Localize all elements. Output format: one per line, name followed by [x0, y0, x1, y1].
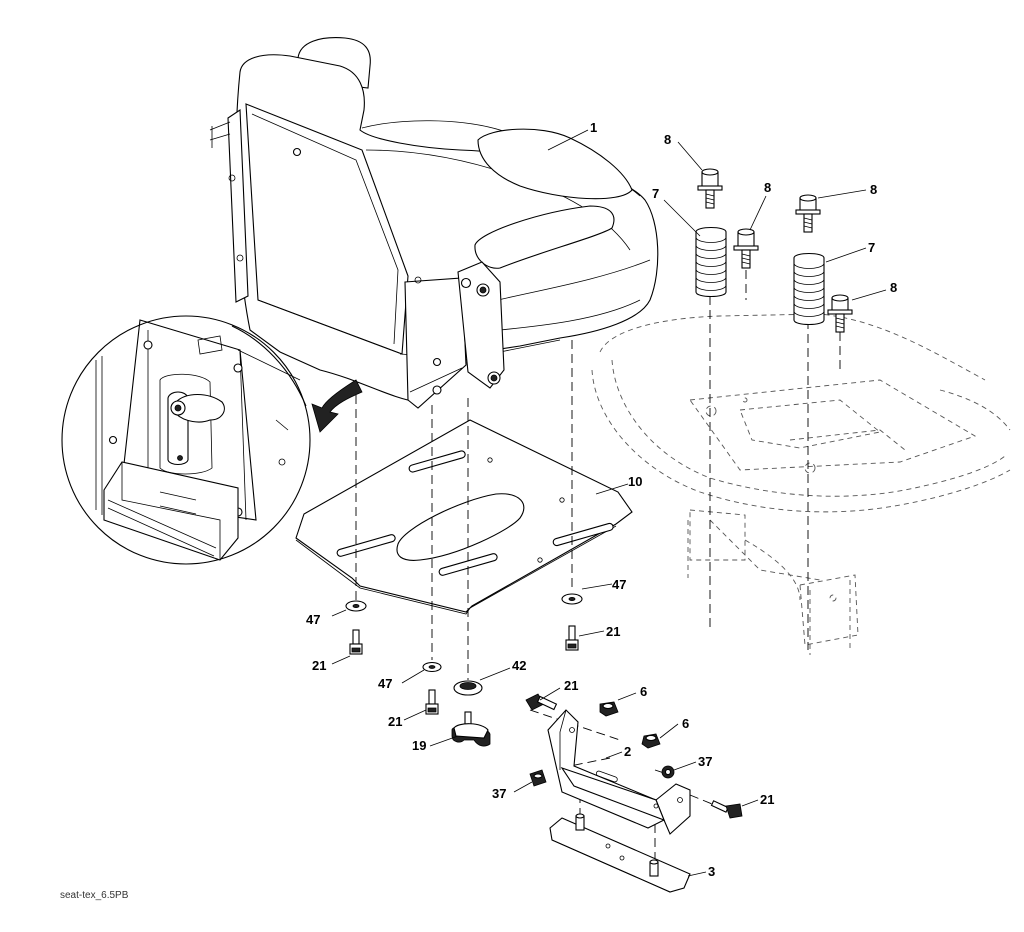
callout-21-center: 21 — [388, 714, 402, 729]
callout-10: 10 — [628, 474, 642, 489]
bolt-8-top-left — [697, 168, 723, 209]
bolt-21-center — [425, 689, 439, 715]
callout-21-right: 21 — [606, 624, 620, 639]
cup-washer-42 — [453, 680, 483, 696]
drawing-reference-code: seat-tex_6.5PB — [60, 890, 129, 901]
seat-assembly — [209, 37, 659, 409]
nut-6-top — [599, 701, 619, 717]
callout-6-top: 6 — [640, 684, 647, 699]
bolt-8-mid-right — [827, 294, 853, 333]
callout-19: 19 — [412, 738, 426, 753]
leader-lines — [331, 129, 887, 877]
knob-19 — [451, 711, 491, 747]
callout-47-left: 47 — [306, 612, 320, 627]
spring-right — [793, 252, 825, 326]
callout-7-left: 7 — [652, 186, 659, 201]
callout-2: 2 — [624, 744, 631, 759]
callout-37-left: 37 — [492, 786, 506, 801]
bolt-21-bracket-right — [710, 800, 743, 819]
nut-37-right — [661, 765, 675, 779]
callout-8-top-right: 8 — [870, 182, 877, 197]
washer-47-right — [561, 593, 583, 605]
lower-hardware — [345, 593, 743, 893]
washer-47-center — [422, 661, 442, 673]
callout-8-mid-left: 8 — [764, 180, 771, 195]
plate-3 — [549, 813, 691, 893]
bolt-21-left — [349, 629, 363, 655]
callout-47-right: 47 — [612, 577, 626, 592]
spring-left — [695, 226, 727, 298]
callout-8-mid-right: 8 — [890, 280, 897, 295]
callout-47-center: 47 — [378, 676, 392, 691]
bolt-8-mid-left — [733, 228, 759, 269]
callout-1: 1 — [590, 120, 597, 135]
nut-37-left — [529, 769, 547, 787]
callout-21-left: 21 — [312, 658, 326, 673]
springs-and-bolts — [695, 168, 853, 333]
tractor-frame-ghost — [591, 313, 1011, 655]
nut-6-mid — [641, 733, 661, 749]
callout-21-bracket-right: 21 — [760, 792, 774, 807]
bolt-8-top-right — [795, 194, 821, 233]
callout-8-top-left: 8 — [664, 132, 671, 147]
callout-6-mid: 6 — [682, 716, 689, 731]
callout-7-right: 7 — [868, 240, 875, 255]
bracket-2 — [547, 709, 691, 835]
callout-21-bracket-top: 21 — [564, 678, 578, 693]
callout-37-right: 37 — [698, 754, 712, 769]
detail-magnifier — [61, 315, 311, 565]
seat-plate — [295, 419, 633, 615]
bolt-21-bracket-top — [525, 693, 558, 711]
callout-42: 42 — [512, 658, 526, 673]
callout-3: 3 — [708, 864, 715, 879]
rotation-arrow — [311, 379, 363, 433]
bolt-21-right — [565, 625, 579, 651]
washer-47-left — [345, 600, 367, 612]
callout-labels: 1 8 8 8 7 7 8 10 47 47 21 21 47 42 21 19… — [306, 120, 897, 879]
